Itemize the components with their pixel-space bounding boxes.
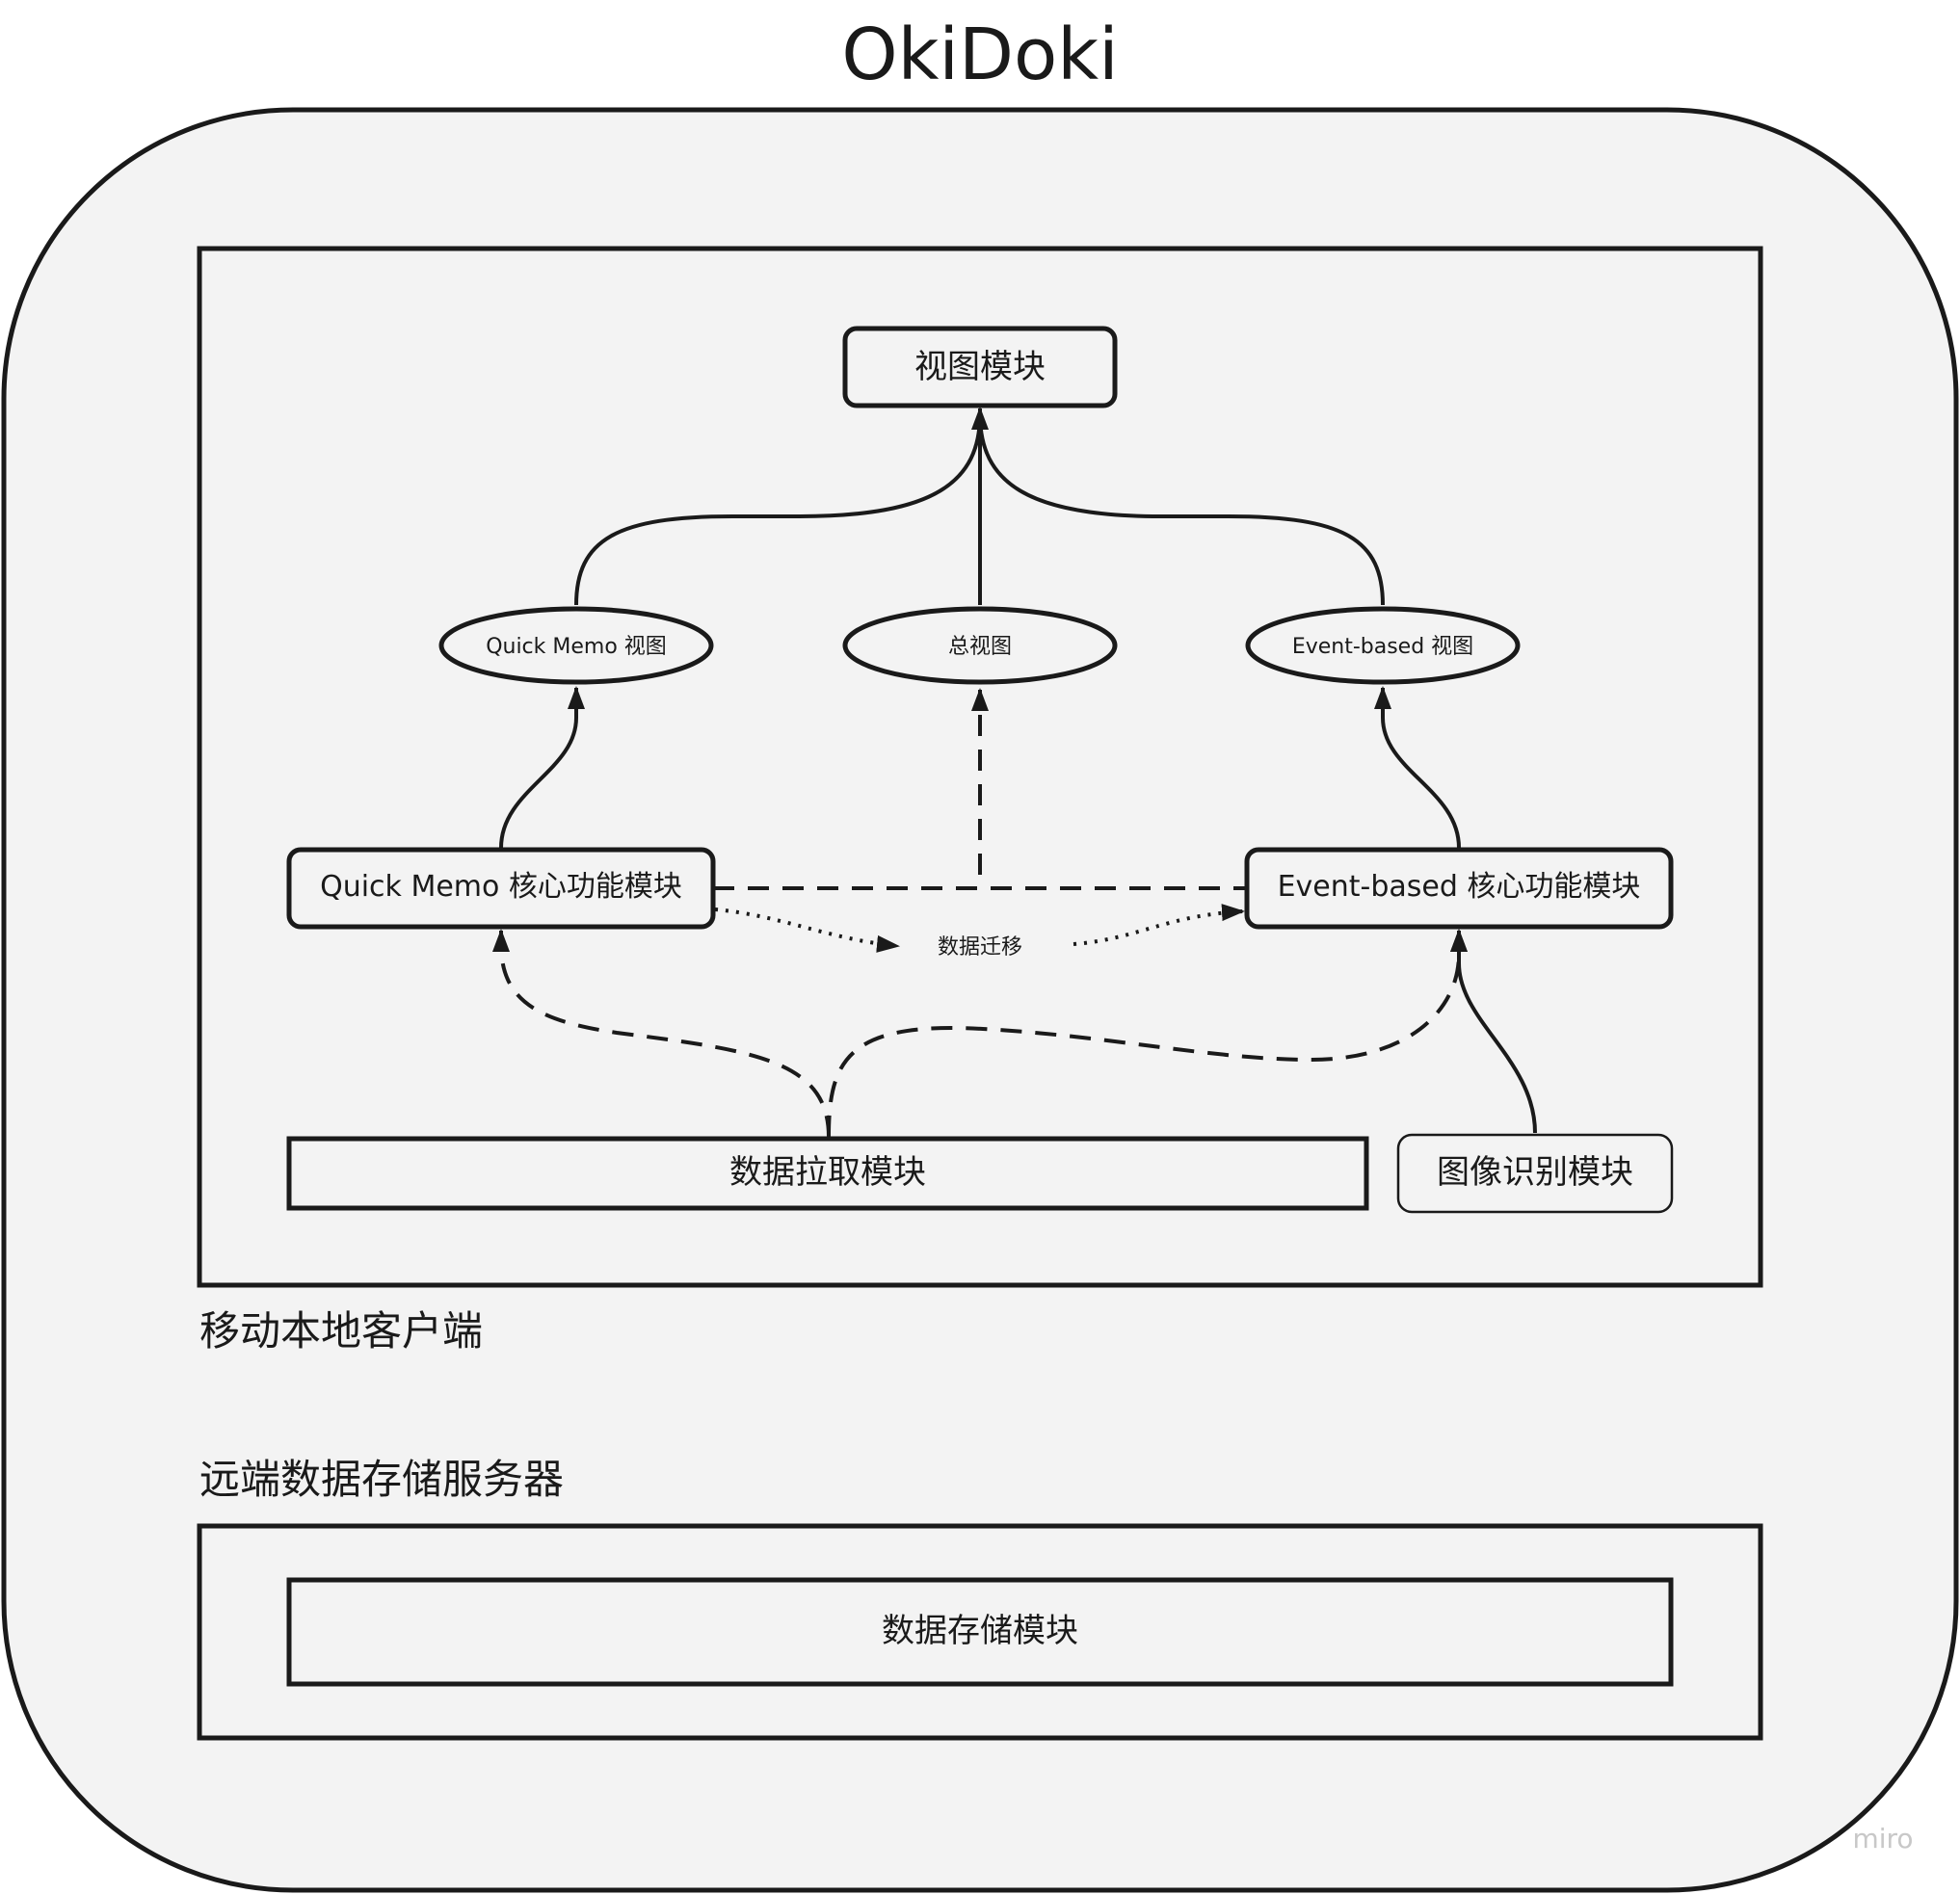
system-boundary xyxy=(1,107,1959,1893)
edge-image-recognition-to-event xyxy=(1450,929,1537,1134)
edge-migration-right-dotted xyxy=(1073,904,1245,946)
view-module-label: 视图模块 xyxy=(914,348,1046,386)
server-boundary xyxy=(197,1523,1763,1741)
data-storage-label: 数据存储模块 xyxy=(882,1612,1078,1650)
data-migration-label: 数据迁移 xyxy=(938,935,1022,960)
edge-fetch-to-event-dashed xyxy=(827,929,1468,1138)
client-caption: 移动本地客户端 xyxy=(199,1307,483,1355)
diagram-title: OkiDoki xyxy=(841,13,1118,96)
edge-quickmemo-core-to-view xyxy=(499,686,585,849)
quick-memo-view-node xyxy=(438,606,714,685)
server-caption: 远端数据存储服务器 xyxy=(199,1456,564,1503)
client-boundary xyxy=(197,246,1763,1288)
data-fetch-label: 数据拉取模块 xyxy=(729,1153,926,1192)
edge-event-view-to-view-module xyxy=(978,413,1385,606)
data-fetch-box xyxy=(286,1136,1369,1211)
edge-event-core-to-view xyxy=(1374,686,1461,849)
event-based-core-label: Event-based 核心功能模块 xyxy=(1278,870,1641,904)
quick-memo-view-label: Quick Memo 视图 xyxy=(486,635,667,659)
image-recognition-label: 图像识别模块 xyxy=(1437,1153,1633,1192)
overview-view-node xyxy=(842,606,1118,685)
edge-migration-left-dotted xyxy=(714,908,900,953)
miro-watermark: miro xyxy=(1852,1823,1913,1855)
event-based-view-label: Event-based 视图 xyxy=(1292,635,1473,659)
image-recognition-box xyxy=(1396,1133,1674,1214)
edge-fetch-to-quickmemo-dashed xyxy=(492,929,831,1138)
edge-quickmemo-view-to-view-module xyxy=(574,413,982,606)
overview-view-label: 总视图 xyxy=(948,635,1012,659)
view-module-box xyxy=(842,326,1118,408)
quick-memo-core-box xyxy=(286,847,716,930)
event-based-core-box xyxy=(1244,847,1674,930)
event-based-view-node xyxy=(1245,606,1521,685)
quick-memo-core-label: Quick Memo 核心功能模块 xyxy=(320,870,682,904)
data-storage-box xyxy=(286,1577,1674,1687)
